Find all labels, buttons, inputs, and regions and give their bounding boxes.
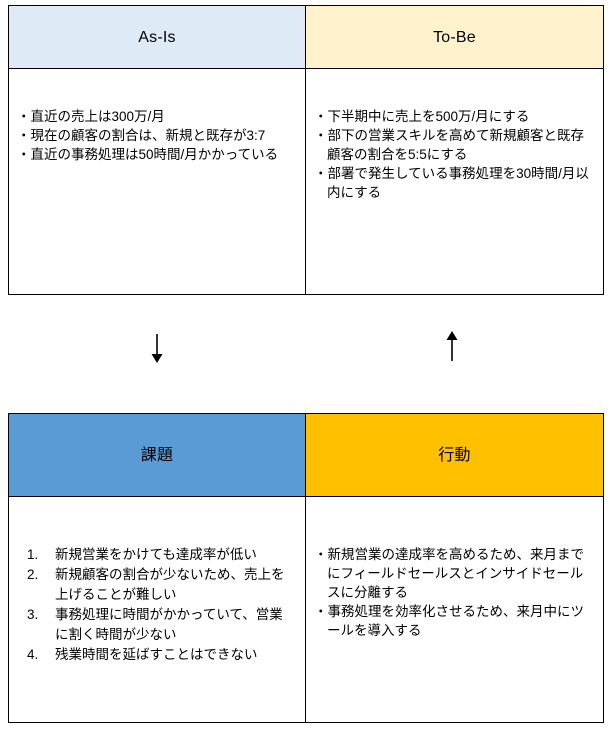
- header-cell-as-is[interactable]: As-Is: [8, 4, 306, 70]
- as-is-bullet-list: 直近の売上は300万/月 現在の顧客の割合は、新規と既存が3:7 直近の事務処理…: [17, 107, 295, 164]
- list-item: 直近の売上は300万/月: [17, 107, 295, 126]
- header-label-as-is: As-Is: [138, 28, 176, 46]
- list-item: 部署で発生している事務処理を30時間/月以内にする: [314, 164, 593, 202]
- to-be-bullet-list: 下半期中に売上を500万/月にする 部下の営業スキルを高めて新規顧客と既存顧客の…: [314, 107, 593, 202]
- body-cell-issues[interactable]: 新規営業をかけても達成率が低い 新規顧客の割合が少ないため、売上を上げることが難…: [8, 496, 306, 723]
- actions-content: 新規営業の達成率を高めるため、来月までにフィールドセールスとインサイドセールスに…: [306, 497, 603, 648]
- to-be-content: 下半期中に売上を500万/月にする 部下の営業スキルを高めて新規顧客と既存顧客の…: [306, 69, 603, 210]
- list-item: 残業時間を延ばすことはできない: [55, 647, 258, 663]
- body-cell-as-is[interactable]: 直近の売上は300万/月 現在の顧客の割合は、新規と既存が3:7 直近の事務処理…: [8, 68, 306, 295]
- header-cell-issues[interactable]: 課題: [8, 412, 306, 498]
- list-item: 新規顧客の割合が少ないため、売上を上げることが難しい: [55, 567, 285, 603]
- as-is-content: 直近の売上は300万/月 現在の顧客の割合は、新規と既存が3:7 直近の事務処理…: [9, 69, 305, 172]
- header-label-actions: 行動: [438, 446, 471, 464]
- header-cell-actions[interactable]: 行動: [305, 412, 604, 498]
- issues-numbered-list: 新規営業をかけても達成率が低い 新規顧客の割合が少ないため、売上を上げることが難…: [17, 545, 295, 665]
- list-item: 新規営業の達成率を高めるため、来月までにフィールドセールスとインサイドセールスに…: [314, 545, 593, 602]
- header-label-issues: 課題: [140, 446, 174, 464]
- list-item: 部下の営業スキルを高めて新規顧客と既存顧客の割合を5:5にする: [314, 126, 593, 164]
- header-cell-to-be[interactable]: To-Be: [305, 4, 604, 70]
- matrix-body-row: 新規営業をかけても達成率が低い 新規顧客の割合が少ないため、売上を上げることが難…: [8, 496, 604, 723]
- matrix-header-row: 課題 行動: [8, 412, 604, 498]
- list-item: 下半期中に売上を500万/月にする: [314, 107, 593, 126]
- header-label-to-be: To-Be: [433, 28, 476, 46]
- list-item: 事務処理を効率化させるため、来月中にツールを導入する: [314, 602, 593, 640]
- matrix-header-row: As-Is To-Be: [8, 4, 604, 70]
- list-item: 現在の顧客の割合は、新規と既存が3:7: [17, 126, 295, 145]
- list-item: 直近の事務処理は50時間/月かかっている: [17, 145, 295, 164]
- body-cell-to-be[interactable]: 下半期中に売上を500万/月にする 部下の営業スキルを高めて新規顧客と既存顧客の…: [305, 68, 604, 295]
- list-item: 事務処理に時間がかかっていて、営業に割く時間が少ない: [55, 607, 283, 643]
- actions-bullet-list: 新規営業の達成率を高めるため、来月までにフィールドセールスとインサイドセールスに…: [314, 545, 593, 640]
- body-cell-actions[interactable]: 新規営業の達成率を高めるため、来月までにフィールドセールスとインサイドセールスに…: [305, 496, 604, 723]
- matrix-body-row: 直近の売上は300万/月 現在の顧客の割合は、新規と既存が3:7 直近の事務処理…: [8, 68, 604, 295]
- as-is-to-be-matrix: As-Is To-Be 直近の売上は300万/月 現在の顧客の割合は、新規と既存…: [8, 4, 604, 295]
- issues-content: 新規営業をかけても達成率が低い 新規顧客の割合が少ないため、売上を上げることが難…: [9, 497, 305, 673]
- list-item: 新規営業をかけても達成率が低い: [55, 547, 257, 563]
- down-arrow-icon: [151, 334, 163, 363]
- issues-actions-matrix: 課題 行動 新規営業をかけても達成率が低い 新規顧客の割合が少ないため、売上を上…: [8, 412, 604, 723]
- up-arrow-icon: [446, 331, 458, 361]
